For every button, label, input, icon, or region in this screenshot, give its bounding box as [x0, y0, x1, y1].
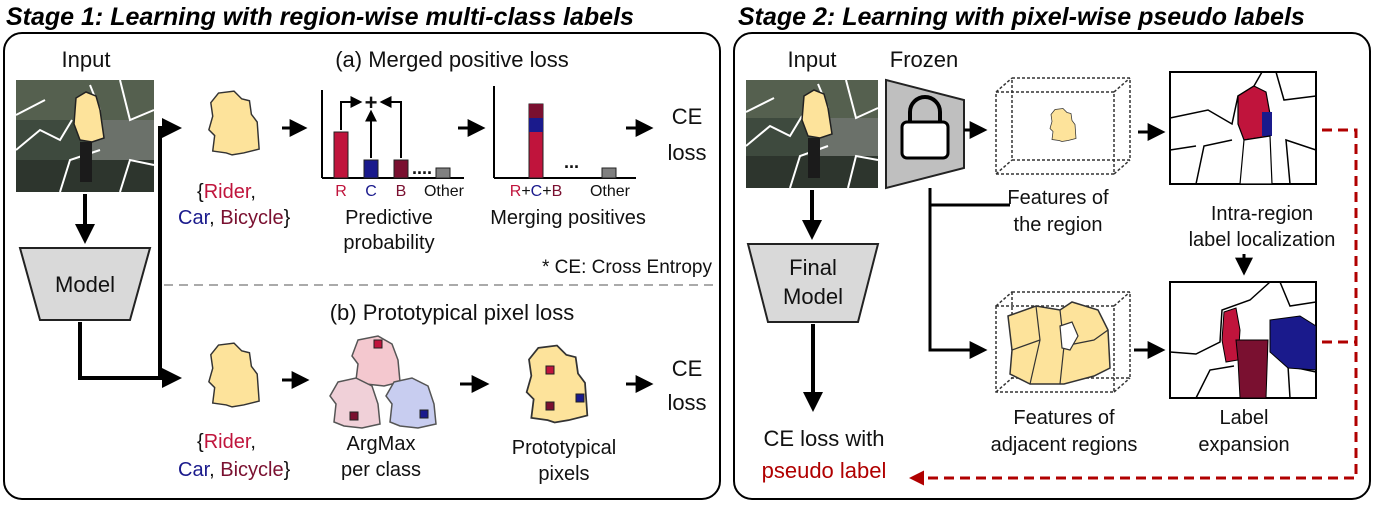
stage2-title: Stage 2: Learning with pixel-wise pseudo… — [738, 3, 1305, 31]
final-model-label-2: Model — [783, 284, 843, 309]
ce-note: * CE: Cross Entropy — [542, 257, 712, 278]
b-title: (b) Prototypical pixel loss — [330, 300, 575, 325]
pred-merge-arrow-b — [379, 96, 402, 158]
argmax-shapes — [329, 335, 437, 429]
stage2-input-label: Input — [788, 47, 837, 72]
pred-caption-2: probability — [343, 232, 434, 254]
merged-bar-b — [529, 104, 543, 118]
pred-bar-b — [393, 159, 409, 179]
pred-merge-arrow-r — [340, 96, 363, 130]
pred-dots: .... — [412, 158, 432, 178]
intra-region-map — [1169, 71, 1317, 185]
pred-label-b: B — [396, 183, 407, 200]
a-title: (a) Merged positive loss — [335, 47, 569, 72]
expansion-caption-2: expansion — [1198, 434, 1289, 456]
pred-bar-r — [333, 131, 349, 179]
argmax-shape-bicycle — [329, 377, 381, 429]
frozen-label: Frozen — [890, 47, 958, 72]
argmax-pixel-bicycle — [349, 411, 359, 421]
b-labels-line1: {Rider, — [197, 431, 256, 453]
pseudo-label-feedback-arrow — [909, 128, 1358, 486]
stage1-model-label: Model — [55, 272, 115, 297]
intra-caption-2: label localization — [1189, 229, 1336, 251]
intra-caption-1: Intra-region — [1211, 203, 1313, 225]
expansion-caption-1: Label — [1220, 407, 1269, 429]
pred-plus: + — [365, 90, 378, 115]
label-expansion-map — [1169, 281, 1317, 399]
merged-bar-c — [529, 118, 543, 132]
b-labels-line2: Car, Bicycle} — [178, 459, 291, 481]
pred-bar-c — [363, 159, 379, 179]
argmax-pixel-car — [419, 409, 429, 419]
stage1-input-label: Input — [62, 47, 111, 72]
adjacent-feature-cube — [995, 291, 1131, 393]
feat-adj-2: adjacent regions — [991, 434, 1138, 456]
pred-label-c: C — [365, 183, 377, 200]
merged-label-rcb: R+C+B — [510, 183, 562, 200]
lock-icon — [900, 95, 950, 160]
argmax-shape-rider — [351, 335, 401, 387]
a-region-shape — [208, 90, 260, 156]
a-ce-2: loss — [667, 140, 706, 165]
b-ce-2: loss — [667, 390, 706, 415]
proto-pixel-car — [575, 393, 585, 403]
feat-adj-1: Features of — [1013, 407, 1115, 429]
intra-car-region — [1262, 112, 1272, 136]
pred-label-other: Other — [424, 183, 465, 200]
expansion-car-region — [1269, 315, 1317, 371]
merged-bar-other — [601, 167, 617, 179]
merged-chart: ... — [493, 86, 636, 179]
pred-label-r: R — [335, 183, 347, 200]
ce-loss-with: CE loss with — [763, 426, 884, 451]
pseudo-label-text: pseudo label — [762, 458, 887, 483]
argmax-caption-1: ArgMax — [347, 433, 416, 455]
final-model-block — [746, 243, 880, 323]
proto-caption-2: pixels — [538, 463, 589, 485]
proto-shape — [525, 344, 589, 424]
region-feature-cube — [995, 77, 1131, 175]
stage1-input-image — [15, 79, 155, 193]
stage1-arrow-model-b — [78, 322, 182, 388]
pred-caption-1: Predictive — [345, 207, 433, 229]
proto-caption-1: Prototypical — [512, 437, 617, 459]
argmax-caption-2: per class — [341, 459, 421, 481]
pred-bar-other — [435, 167, 451, 179]
stage2-input-image — [745, 79, 879, 189]
stage1-arrow-model-a — [158, 118, 182, 378]
proto-pixel-bicycle — [545, 401, 555, 411]
stage1-panel — [3, 32, 721, 500]
stage1-title: Stage 1: Learning with region-wise multi… — [6, 3, 634, 31]
argmax-pixel-rider — [373, 339, 383, 349]
feat-region-2: the region — [1014, 214, 1103, 236]
feat-region-1: Features of — [1007, 187, 1109, 209]
b-ce-1: CE — [672, 356, 703, 381]
proto-pixel-rider — [545, 365, 555, 375]
a-labels-line1: {Rider, — [197, 181, 256, 203]
a-ce-1: CE — [672, 104, 703, 129]
frozen-arrow-adjacent — [928, 188, 988, 359]
merged-dots: ... — [564, 152, 579, 172]
expansion-bicycle-region — [1235, 339, 1269, 399]
argmax-shape-car — [385, 377, 437, 429]
b-region-shape — [208, 342, 260, 408]
stage1-model-block — [18, 247, 152, 321]
merged-label-other: Other — [590, 183, 631, 200]
final-model-label-1: Final — [789, 255, 837, 280]
stage2-panel — [733, 32, 1371, 500]
pred-chart: .... + R C B Other — [321, 90, 465, 200]
a-labels-line2: Car, Bicycle} — [178, 207, 291, 229]
merged-caption: Merging positives — [490, 207, 646, 229]
